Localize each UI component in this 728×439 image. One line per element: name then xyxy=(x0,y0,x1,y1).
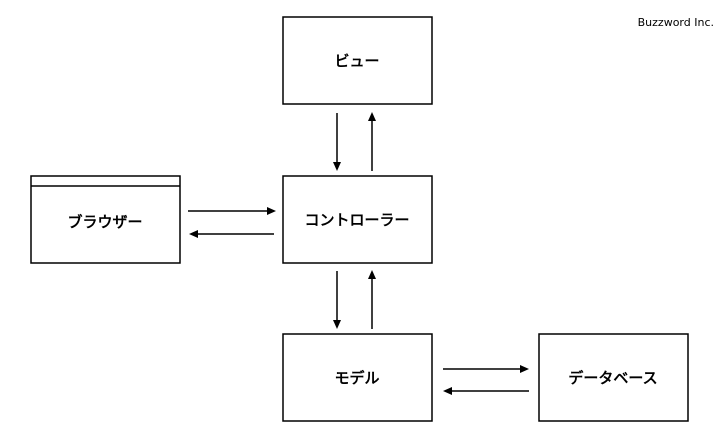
database-label: データベース xyxy=(568,369,657,387)
credit-text: Buzzword Inc. xyxy=(638,16,714,29)
controller-node: コントローラー xyxy=(282,175,433,264)
arrow-model-to-database xyxy=(443,365,529,373)
view-label: ビュー xyxy=(334,52,379,70)
controller-box xyxy=(282,175,433,264)
database-box xyxy=(538,333,689,422)
model-label: モデル xyxy=(334,369,379,387)
arrow-browser-to-controller xyxy=(188,207,276,215)
arrow-database-to-model xyxy=(443,387,529,395)
browser-node: ブラウザー xyxy=(30,175,181,264)
model-box xyxy=(282,333,433,422)
browser-box xyxy=(30,175,181,264)
arrow-controller-to-view xyxy=(368,112,376,171)
model-node: モデル xyxy=(282,333,433,422)
database-node: データベース xyxy=(538,333,689,422)
arrow-model-to-controller xyxy=(368,270,376,329)
controller-label: コントローラー xyxy=(304,211,409,229)
arrow-view-to-controller xyxy=(333,113,341,171)
browser-label: ブラウザー xyxy=(67,213,142,231)
arrow-controller-to-browser xyxy=(189,230,274,238)
view-node: ビュー xyxy=(282,16,433,105)
view-box xyxy=(282,16,433,105)
arrow-controller-to-model xyxy=(333,271,341,329)
